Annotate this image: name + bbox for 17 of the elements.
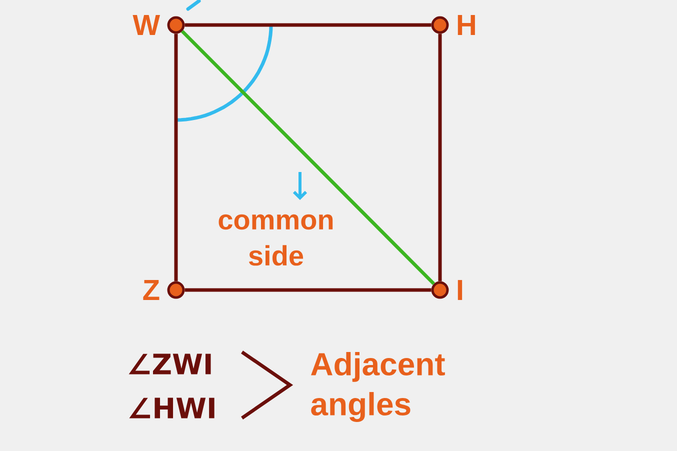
vertex-point: Z bbox=[143, 280, 185, 300]
node-label: H bbox=[458, 15, 475, 35]
vertex-point: H bbox=[431, 15, 475, 35]
line-segment bbox=[184, 288, 432, 292]
line-segment bbox=[174, 34, 178, 282]
line-segment bbox=[438, 34, 442, 282]
vertex-point: W bbox=[132, 15, 185, 35]
vertex-point: I bbox=[431, 280, 462, 300]
heading-text: Adjacent angles bbox=[311, 352, 445, 422]
angle-label: ∠HWI bbox=[129, 398, 214, 418]
node-label: I bbox=[458, 280, 462, 300]
angle-label: ∠ZWI bbox=[128, 354, 211, 374]
callout-text: common side bbox=[218, 214, 333, 266]
node-label: W bbox=[132, 15, 160, 35]
line-segment bbox=[180, 30, 436, 286]
node-label: Z bbox=[143, 280, 160, 300]
line-segment bbox=[184, 23, 432, 27]
